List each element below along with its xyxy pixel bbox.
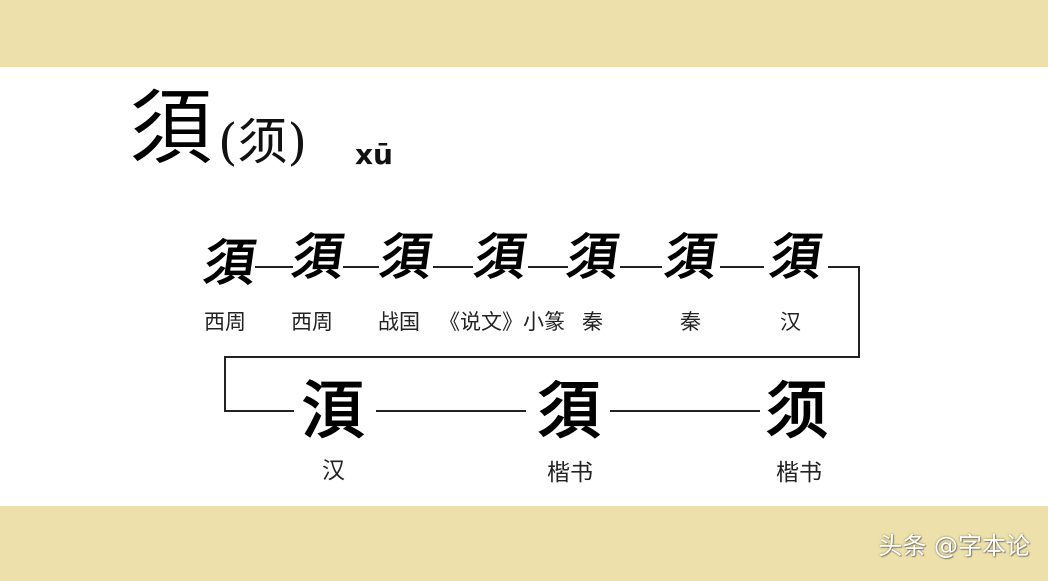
connector-line — [343, 266, 379, 268]
top-band — [0, 0, 1048, 67]
label-han-1: 汉 — [780, 310, 801, 334]
connector-line — [433, 266, 473, 268]
connector-line — [828, 266, 860, 268]
label-shuowen-seal: 《说文》小篆 — [439, 310, 565, 334]
glyph-qin-2: 須 — [661, 227, 721, 286]
label-han-2: 汉 — [322, 458, 345, 484]
connector-line — [528, 266, 568, 268]
title-simplified: (须) — [218, 113, 308, 171]
glyph-kaishu-2: 须 — [765, 374, 828, 447]
glyph-warring-states: 須 — [376, 227, 436, 286]
watermark: 头条 @字本论 — [878, 532, 1030, 560]
glyph-han-1: 須 — [766, 227, 826, 286]
connector-line — [255, 266, 293, 268]
connector-line — [224, 356, 226, 412]
title-pinyin: xū — [355, 138, 393, 171]
glyph-western-zhou-1: 須 — [200, 233, 260, 292]
label-kaishu-2: 楷书 — [776, 460, 822, 486]
label-western-zhou-2: 西周 — [291, 310, 333, 334]
glyph-kaishu-1: 須 — [537, 374, 600, 447]
label-warring-states: 战国 — [378, 310, 420, 334]
glyph-shuowen-seal: 須 — [471, 227, 530, 286]
label-qin-2: 秦 — [680, 310, 701, 334]
connector-line — [720, 266, 764, 268]
glyph-han-2: 湏 — [301, 374, 364, 447]
connector-line — [858, 266, 860, 358]
label-western-zhou-1: 西周 — [204, 310, 246, 334]
connector-line — [376, 410, 526, 412]
label-qin-1: 秦 — [582, 310, 603, 334]
title-character: 須 — [130, 81, 213, 176]
connector-line — [620, 266, 662, 268]
connector-line — [224, 356, 860, 358]
connector-line — [610, 410, 760, 412]
connector-line — [224, 410, 294, 412]
glyph-qin-1: 須 — [563, 227, 623, 286]
bottom-band — [0, 506, 1048, 581]
glyph-western-zhou-2: 須 — [288, 227, 348, 286]
label-kaishu-1: 楷书 — [547, 460, 593, 486]
